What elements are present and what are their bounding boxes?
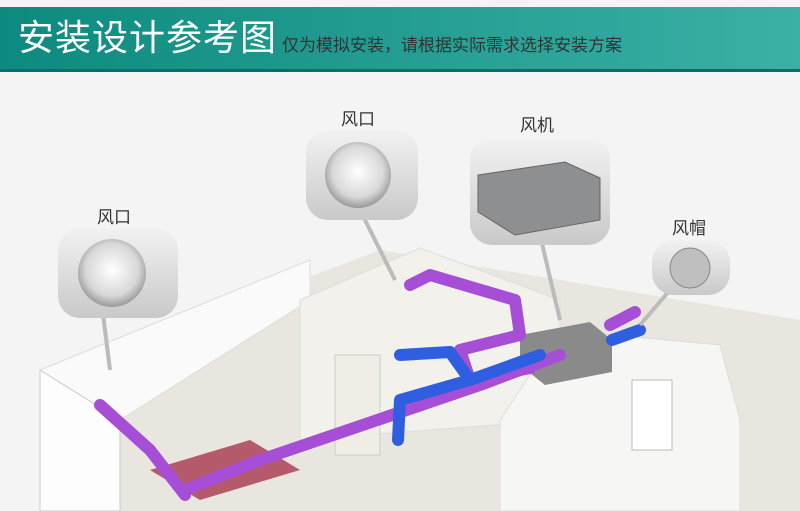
callout-label-vent-center: 风口 (341, 110, 375, 130)
vent-icon (325, 142, 391, 208)
callout-label-fan: 风机 (520, 116, 554, 136)
callout-label-vent-left: 风口 (97, 208, 131, 228)
callout-label-vent-cap: 风帽 (672, 219, 706, 239)
header-banner: 安装设计参考图 仅为模拟安装，请根据实际需求选择安装方案 (0, 7, 800, 72)
vent-cap-icon (669, 247, 711, 289)
fan-unit-icon (477, 161, 601, 236)
window (631, 379, 673, 451)
bookshelf (334, 354, 381, 456)
page-subtitle: 仅为模拟安装，请根据实际需求选择安装方案 (282, 36, 622, 56)
return-ducts (392, 324, 646, 446)
wall-front-left (39, 369, 121, 511)
page-title: 安装设计参考图 (18, 18, 278, 59)
vent-icon (78, 239, 146, 307)
fan-unit (520, 322, 612, 385)
installation-illustration (38, 130, 800, 511)
